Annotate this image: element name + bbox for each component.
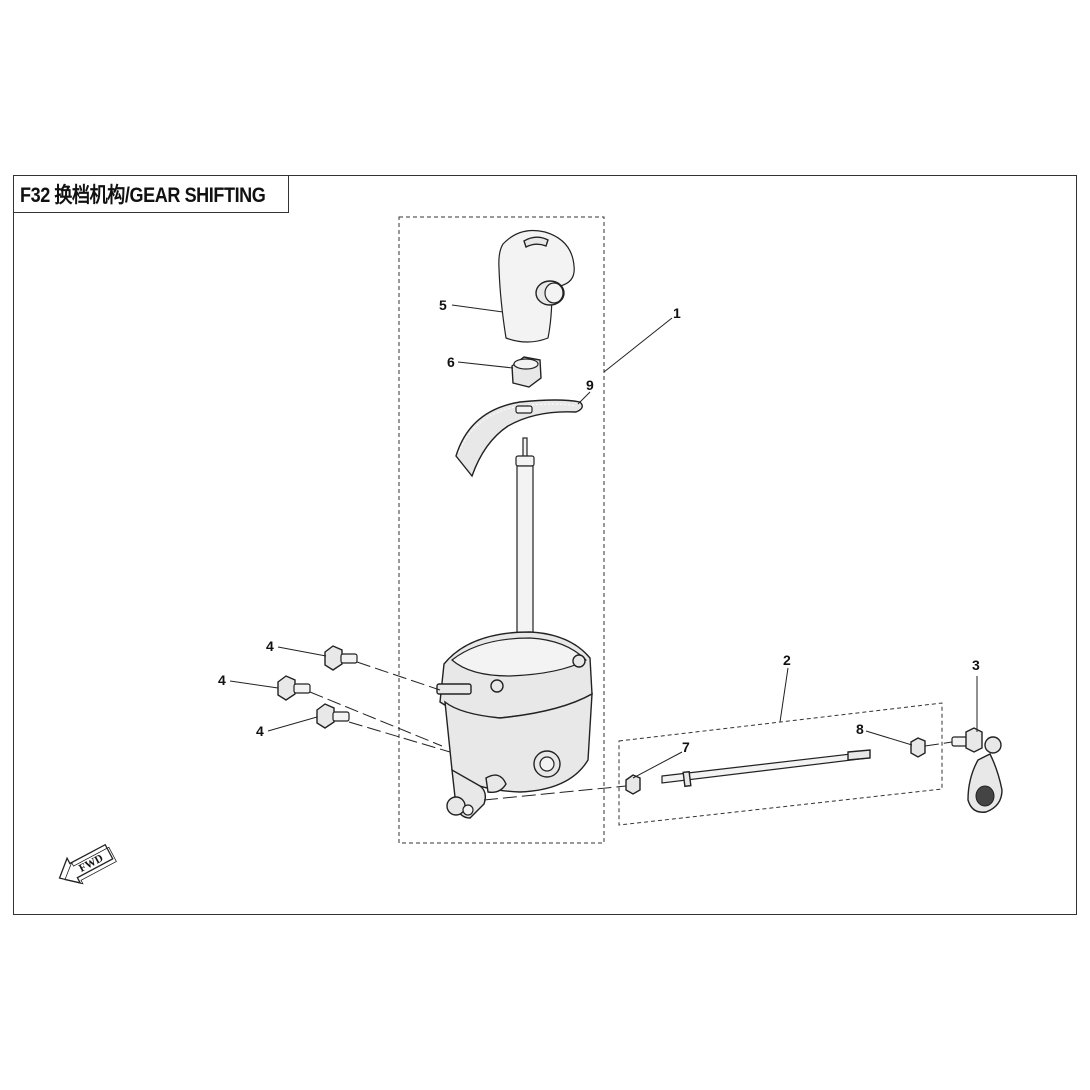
leader-4-lower: [267, 716, 318, 732]
shift-link-rod: [661, 749, 871, 788]
title-box: F32 换档机构/GEAR SHIFTING: [13, 175, 289, 213]
leader-8: [865, 730, 913, 746]
callout-1: 1: [673, 305, 681, 321]
shifter-housing: [436, 631, 593, 819]
fwd-arrow-icon: FWD: [58, 843, 117, 885]
bolt-lower-assembly-line: [348, 721, 451, 753]
callout-5: 5: [439, 297, 447, 313]
callout-6: 6: [447, 354, 455, 370]
leader-6: [457, 361, 514, 369]
shift-knob: [498, 229, 575, 343]
callout-8: 8: [856, 721, 864, 737]
leader-4-upper: [277, 646, 327, 657]
diagram-frame: [13, 175, 1077, 915]
leader-1: [603, 317, 673, 373]
leader-5: [451, 304, 504, 313]
bolt-lower: [316, 703, 350, 729]
bolt-upper: [324, 645, 358, 671]
assembly-2-group-box: [618, 702, 943, 826]
leader-9: [577, 391, 591, 405]
leader-4-middle: [229, 680, 279, 689]
callout-4-lower: 4: [256, 723, 264, 739]
bolt-middle: [277, 675, 311, 701]
page-title: F32 换档机构/GEAR SHIFTING: [20, 184, 266, 207]
bolt-upper-assembly-line: [356, 661, 441, 691]
callout-3: 3: [972, 657, 980, 673]
callout-7: 7: [682, 739, 690, 755]
link-nut-left: [625, 774, 641, 795]
shift-arm: [951, 727, 1003, 813]
callout-2: 2: [783, 652, 791, 668]
assembly-1-group-box: [398, 216, 605, 844]
link-assembly-line-right: [924, 741, 953, 747]
callout-4-middle: 4: [218, 672, 226, 688]
callout-9: 9: [586, 377, 594, 393]
link-nut-right: [910, 737, 926, 758]
link-assembly-line-left: [483, 785, 627, 801]
callout-4-upper: 4: [266, 638, 274, 654]
leader-7: [632, 751, 683, 779]
leader-2: [779, 667, 789, 723]
shift-boot: [455, 399, 583, 478]
bolt-middle-assembly-line: [309, 691, 443, 747]
shift-lever-rod: [515, 437, 535, 645]
knob-nut: [511, 356, 542, 388]
